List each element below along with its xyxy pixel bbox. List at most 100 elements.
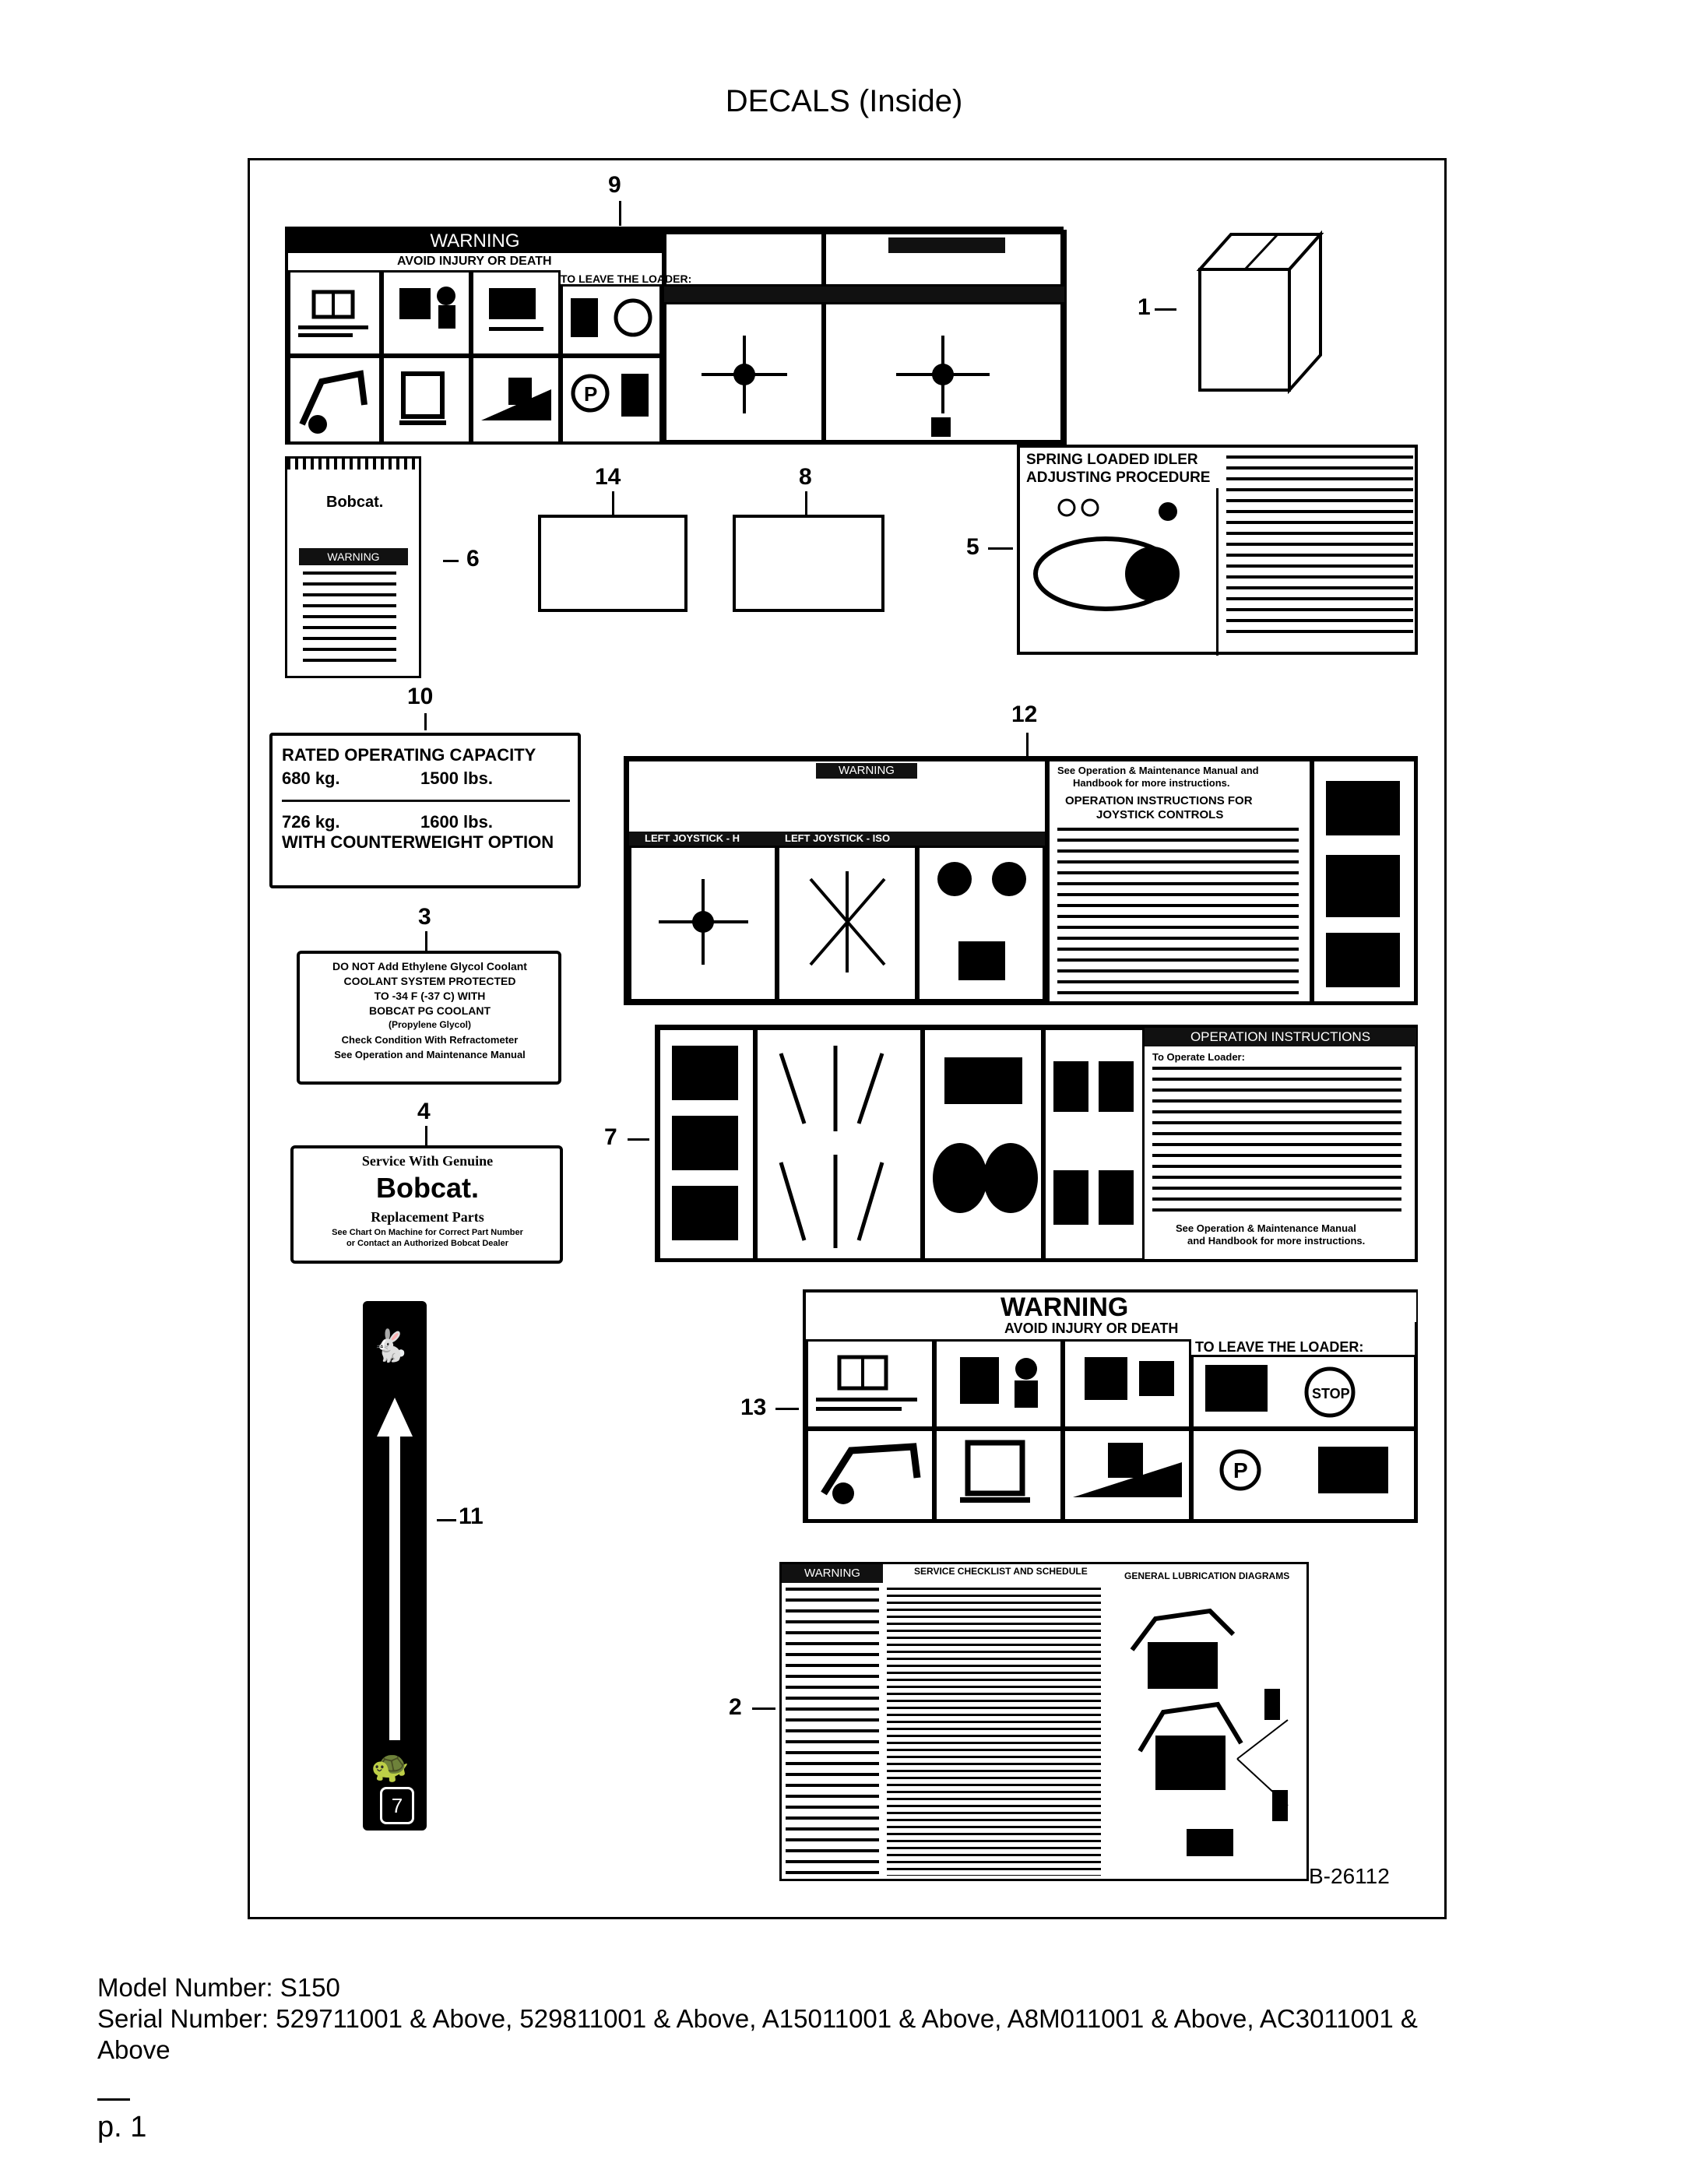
leader-line [425, 931, 427, 951]
loader-icon [471, 356, 561, 445]
loader-icon [934, 1429, 1063, 1521]
parts-line-5: or Contact an Authorized Bobcat Dealer [346, 1239, 508, 1248]
warning-heading: WARNING [1000, 1292, 1129, 1322]
left-joystick-h: LEFT JOYSTICK - H [645, 832, 740, 844]
joystick-label-bar [664, 287, 1064, 302]
belt-idler-icon [1020, 488, 1219, 656]
bobcat-logo: Bobcat. [326, 494, 384, 511]
coolant-line-6: Check Condition With Refractometer [341, 1034, 519, 1046]
decal-13-warning-panel: WARNING AVOID INJURY OR DEATH TO LEAVE T… [803, 1289, 1418, 1523]
joystick-icon [664, 232, 824, 287]
instruction-lines [1226, 455, 1413, 635]
capacity-kg-standard: 680 kg. [282, 768, 340, 788]
decal-diagram-frame: 9 WARNING AVOID INJURY OR DEATH TO LEAVE… [248, 158, 1447, 1919]
coolant-line-2: COOLANT SYSTEM PROTECTED [343, 975, 516, 987]
capacity-lbs-standard: 1500 lbs. [420, 768, 493, 788]
callout-9: 9 [608, 172, 621, 198]
leader-line [775, 1408, 799, 1410]
leader-line [1155, 308, 1176, 311]
manual-ref-1: See Operation & Maintenance Manual [1176, 1222, 1356, 1234]
warning-header: WARNING [816, 763, 917, 779]
warning-subhead: AVOID INJURY OR DEATH [397, 255, 552, 268]
callout-8: 8 [799, 464, 812, 490]
warning-header [806, 1292, 1416, 1322]
rabbit-icon: 🐇 [371, 1329, 410, 1363]
decal-3-coolant: DO NOT Add Ethylene Glycol Coolant COOLA… [297, 951, 561, 1085]
page-number: p. 1 [97, 2111, 147, 2144]
box-icon [1184, 227, 1324, 398]
coolant-line-3: TO -34 F (-37 C) WITH [374, 990, 486, 1002]
divider [282, 800, 570, 802]
op-instructions-1: OPERATION INSTRUCTIONS FOR [1065, 794, 1253, 807]
leader-line [619, 201, 621, 226]
warning-subhead: AVOID INJURY OR DEATH [1004, 1321, 1179, 1336]
instruction-lines [786, 1588, 879, 1876]
operator-icon [382, 270, 471, 356]
leader-line [1026, 733, 1029, 756]
joystick-icon [664, 302, 824, 442]
leader-line [988, 547, 1013, 550]
decal-5-line2: ADJUSTING PROCEDURE [1026, 470, 1211, 486]
loader-icon [806, 1429, 934, 1521]
lubrication-diagrams: GENERAL LUBRICATION DIAGRAMS [1124, 1570, 1290, 1581]
joystick-icon [629, 846, 777, 1001]
service-table [887, 1588, 1101, 1876]
parts-line-1: Service With Genuine [361, 1153, 494, 1169]
operator-icon [658, 1028, 755, 1261]
leader-line [443, 560, 459, 562]
joystick-panel [662, 230, 1067, 445]
parking-brake-icon: P [561, 356, 662, 445]
stop-icon: STOP [1191, 1355, 1416, 1429]
leader-line [425, 1126, 427, 1145]
joystick-icon [777, 846, 917, 1001]
to-operate-loader: To Operate Loader: [1152, 1051, 1245, 1063]
leader-line [612, 491, 614, 515]
decal-5-line1: SPRING LOADED IDLER [1026, 452, 1198, 468]
spiral-binding [287, 459, 419, 470]
joystick-icon [1043, 1028, 1145, 1261]
leader-line [437, 1519, 456, 1521]
footer-rule [97, 2098, 130, 2101]
throttle-icon: 7 [380, 1787, 414, 1824]
counterweight-option: WITH COUNTERWEIGHT OPTION [282, 832, 554, 852]
service-checklist: SERVICE CHECKLIST AND SCHEDULE [914, 1566, 1088, 1577]
svg-text:P: P [1233, 1458, 1248, 1482]
warning-header: WARNING [288, 230, 662, 253]
book-icon [288, 270, 382, 356]
loader-icon [1063, 1429, 1191, 1521]
instruction-lines [1152, 1067, 1401, 1215]
serial-number-cont: Above [97, 2035, 171, 2064]
loader-icon [382, 356, 471, 445]
decal-7-operation-instructions: OPERATION INSTRUCTIONS To Operate Loader… [655, 1025, 1418, 1262]
parts-line-4: See Chart On Machine for Correct Part Nu… [332, 1228, 523, 1237]
loader-icon [917, 846, 1045, 1001]
leader-line [628, 1138, 649, 1141]
left-joystick-iso: LEFT JOYSTICK - ISO [785, 832, 891, 844]
joystick-diagram-area: WARNING LEFT JOYSTICK - H LEFT JOYSTICK … [627, 759, 1047, 1004]
coolant-line-4: BOBCAT PG COOLANT [368, 1004, 491, 1017]
model-number: Model Number: S150 [97, 1973, 340, 2002]
decal-12-joystick-controls: WARNING LEFT JOYSTICK - H LEFT JOYSTICK … [624, 756, 1418, 1005]
callout-10: 10 [407, 684, 434, 709]
parking-brake-icon: P [1191, 1429, 1416, 1521]
decal-2-service-checklist: WARNING SERVICE CHECKLIST AND SCHEDULE G… [779, 1562, 1309, 1881]
decal-8-blank [733, 515, 884, 612]
instruction-lines [1057, 828, 1299, 995]
joystick-instructions: See Operation & Maintenance Manual and H… [1047, 759, 1312, 1004]
manual-ref-2: and Handbook for more instructions. [1187, 1235, 1366, 1247]
loader-icon [1109, 1595, 1303, 1880]
loader-icon [1063, 1339, 1191, 1429]
callout-5: 5 [966, 534, 979, 560]
leader-line [424, 713, 427, 730]
manual-ref-1: See Operation & Maintenance Manual and [1057, 765, 1259, 776]
loader-icon [471, 270, 561, 356]
loader-icon [288, 356, 382, 445]
book-icon [806, 1339, 934, 1429]
coolant-line-7: See Operation and Maintenance Manual [334, 1049, 526, 1060]
instruction-lines [303, 571, 396, 665]
capacity-kg-counterweight: 726 kg. [282, 812, 340, 832]
operator-icon [1312, 759, 1416, 1004]
capacity-title: RATED OPERATING CAPACITY [282, 745, 536, 765]
serial-number: Serial Number: 529711001 & Above, 529811… [97, 2004, 1418, 2033]
callout-1: 1 [1138, 294, 1151, 320]
